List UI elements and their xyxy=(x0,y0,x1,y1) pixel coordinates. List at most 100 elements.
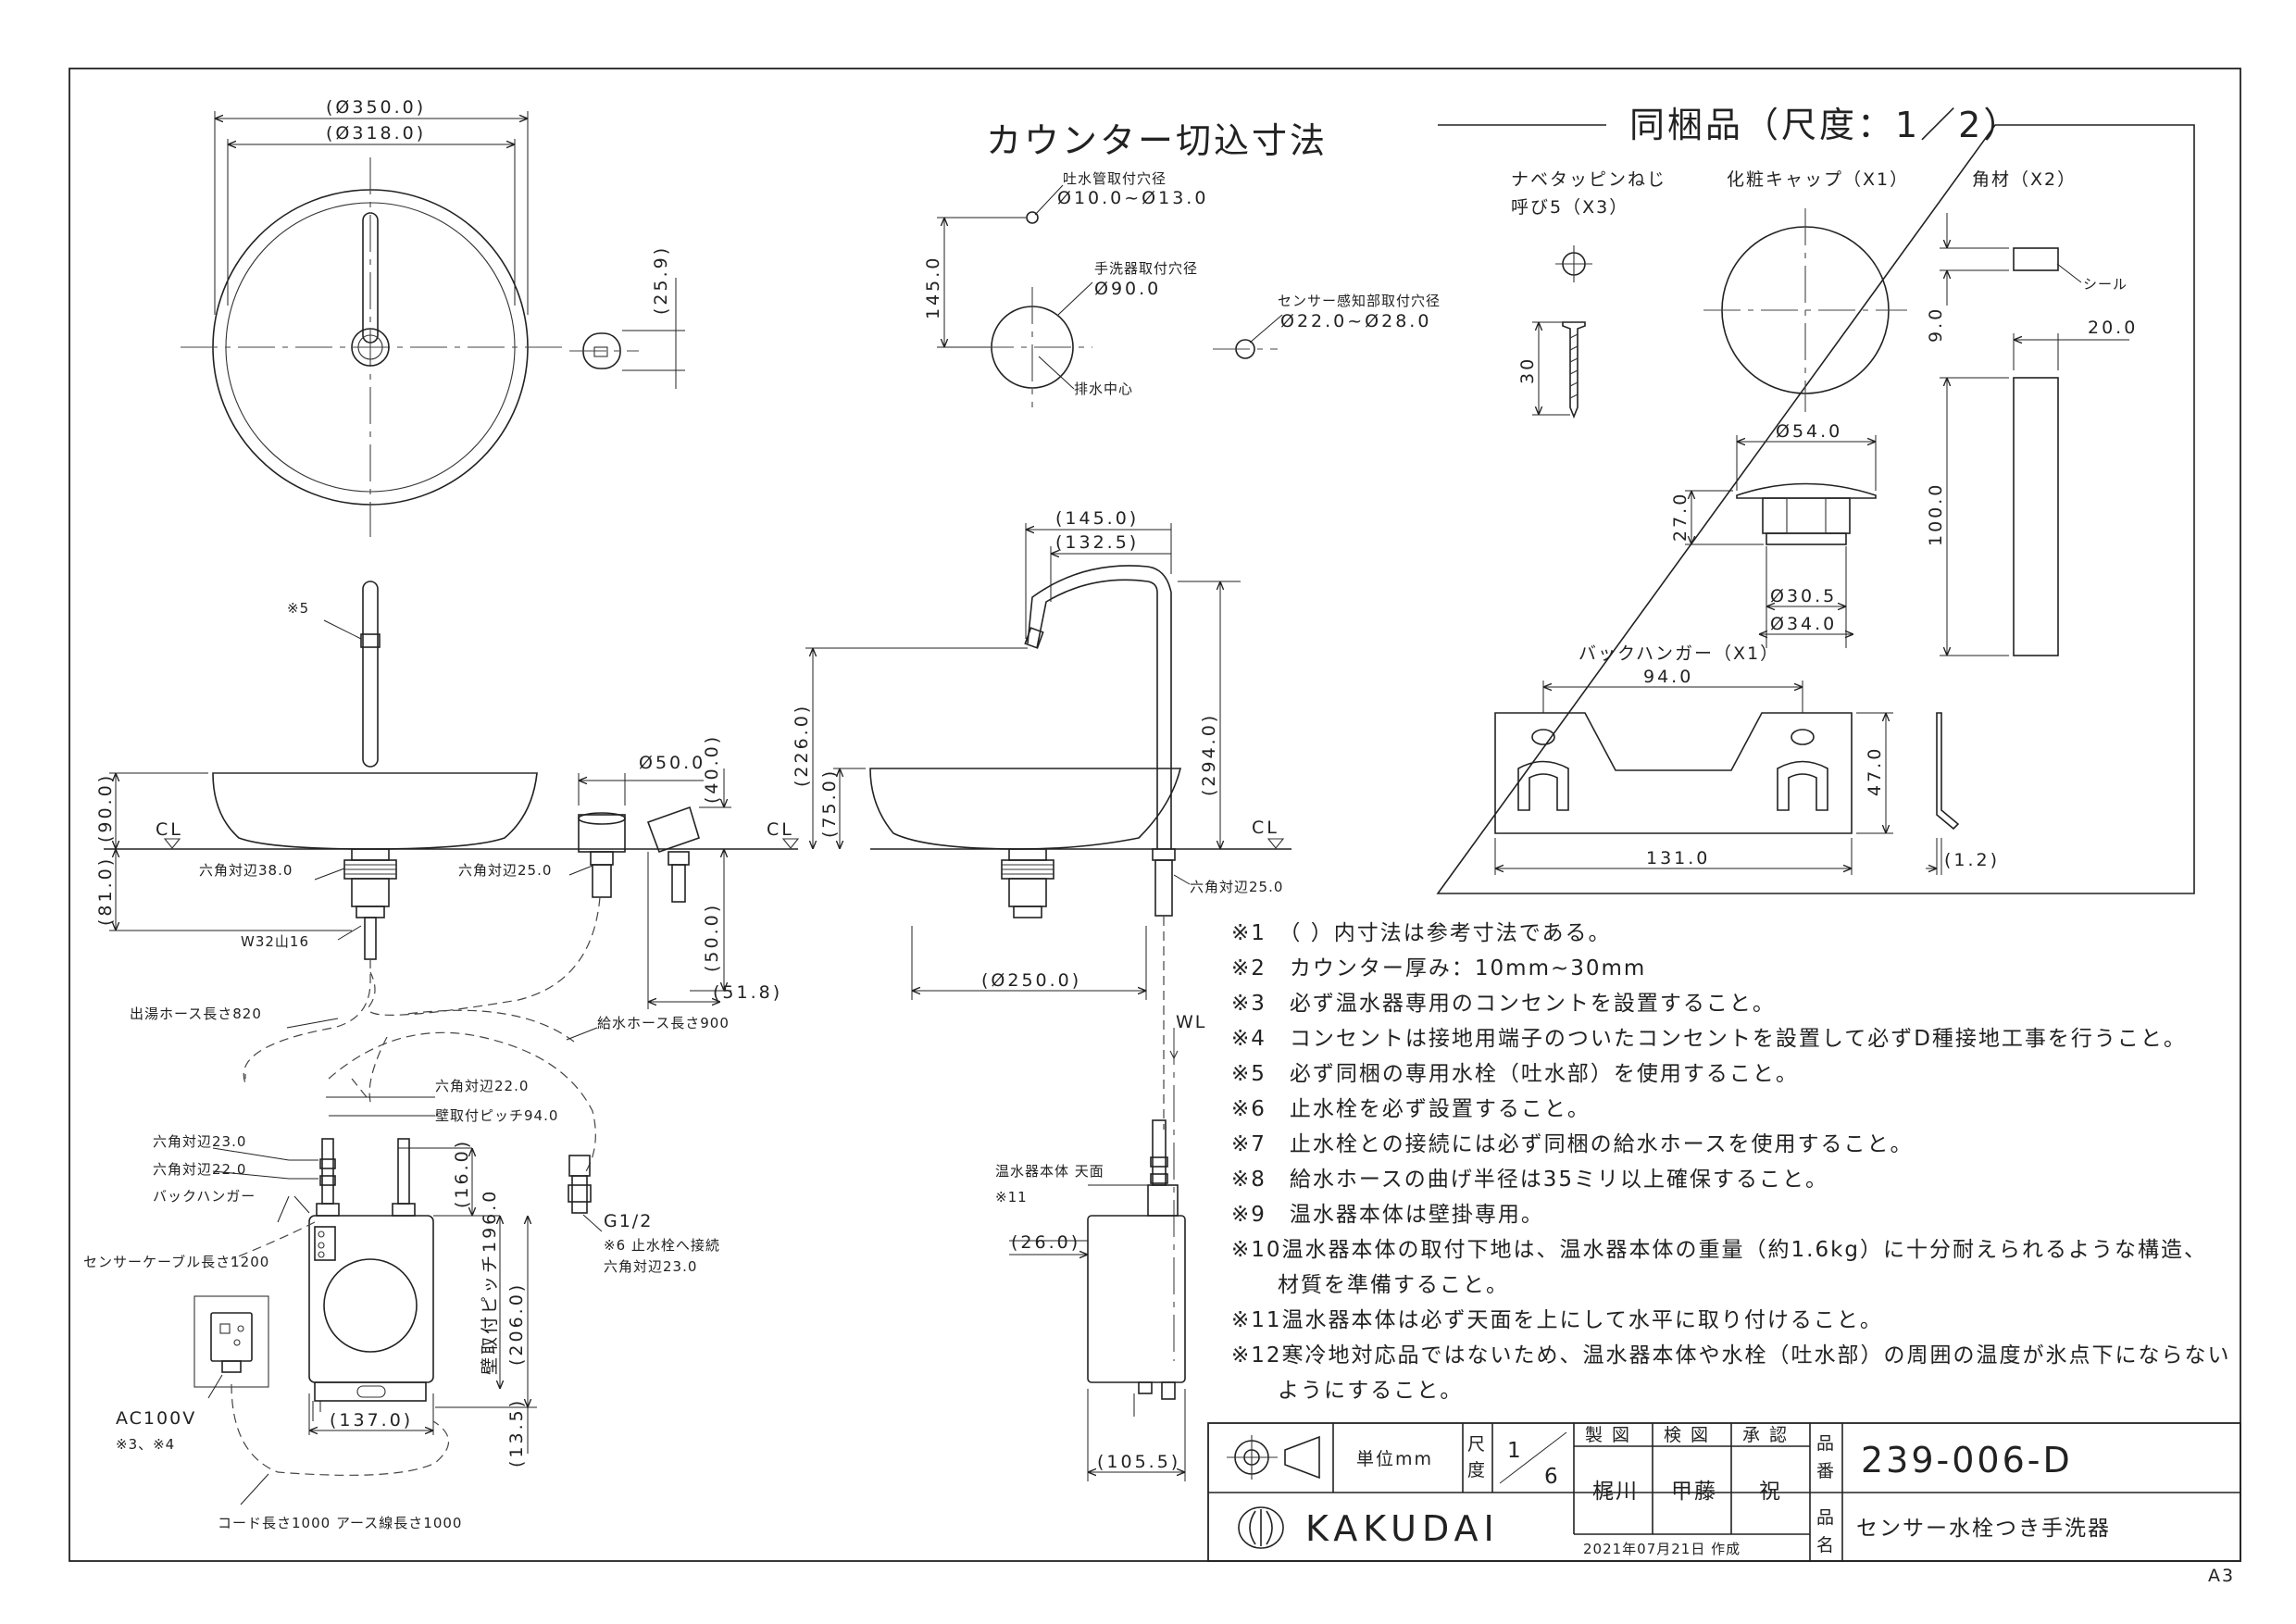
note-line-10: ※10温水器本体の取付下地は、温水器本体の重量（約1.6kg）に十分耐えられるよ… xyxy=(1231,1238,2207,1262)
note-6: ※6 止水栓へ接続 xyxy=(604,1237,720,1254)
dim-137: (137.0) xyxy=(330,1410,413,1430)
note-line-13: ※12寒冷地対応品ではないため、温水器本体や水栓（吐水部）の周囲の温度が氷点下に… xyxy=(1231,1343,2231,1368)
paper-size: A3 xyxy=(2208,1566,2235,1586)
hinmei-1: 品 xyxy=(1816,1507,1836,1528)
cutout-title: カウンター切込寸法 xyxy=(986,120,1328,161)
dim-50: Ø50.0 xyxy=(639,753,705,773)
hanger-thickness: (1.2) xyxy=(1944,850,2000,870)
hinban-2: 番 xyxy=(1816,1461,1836,1481)
side-hex-25: 六角対辺25.0 xyxy=(1190,879,1283,895)
name-approved: 祝 xyxy=(1759,1480,1782,1504)
note-line-3: ※3 必ず温水器専用のコンセントを設置すること。 xyxy=(1231,992,1776,1016)
note-line-11: 材質を準備すること。 xyxy=(1231,1273,1509,1297)
counter-cutout: カウンター切込寸法 145.0 吐水管取付穴径 Ø10.0~Ø13.0 手洗器取… xyxy=(923,120,1440,407)
dim-51-8: (51.8) xyxy=(713,982,782,1003)
screw-length: 30 xyxy=(1517,356,1538,384)
front-cl-right: CL xyxy=(767,819,794,840)
drawing-number: 239-006-D xyxy=(1861,1440,2073,1480)
cap-d2: Ø34.0 xyxy=(1770,614,1837,634)
side-dim-132-5: (132.5) xyxy=(1055,532,1139,553)
side-dim-75: (75.0) xyxy=(819,768,840,838)
dim-206: (206.0) xyxy=(506,1282,527,1366)
parts-title: 同梱品（尺度：1／2） xyxy=(1629,105,2021,145)
spout-hole-label: 吐水管取付穴径 xyxy=(1063,170,1167,187)
kakudai-logo: KAKUDAI xyxy=(1238,1506,1500,1549)
dim-81: (81.0) xyxy=(95,856,116,926)
product-name: センサー水栓つき手洗器 xyxy=(1856,1517,2111,1541)
dim-13-5: (13.5) xyxy=(506,1398,527,1468)
side-view: CL (145.0) (132.5) (226.0) (294.0) (75.0… xyxy=(792,508,1292,1481)
dim-outer-diameter: (Ø350.0) xyxy=(326,97,426,118)
note-line-6: ※6 止水栓を必ず設置すること。 xyxy=(1231,1097,1591,1121)
side-dim-26: (26.0) xyxy=(1011,1232,1080,1253)
hex-38: 六角対辺38.0 xyxy=(199,862,293,879)
dim-50-v: (50.0) xyxy=(702,903,722,972)
front-cl-left: CL xyxy=(156,819,183,840)
title-block: 単位mm 尺 度 1 6 製 図 検 図 承 認 梶川 甲藤 祝 2021年07… xyxy=(1207,1422,2241,1562)
side-dim-145: (145.0) xyxy=(1055,508,1139,529)
side-dim-226: (226.0) xyxy=(792,704,812,787)
pitch-94: 壁取付ピッチ94.0 xyxy=(435,1107,558,1124)
drain-center: 排水中心 xyxy=(1074,381,1133,397)
dim-16: (16.0) xyxy=(452,1139,472,1208)
block-100: 100.0 xyxy=(1926,482,1946,546)
note-line-8: ※8 給水ホースの曲げ半径は35ミリ以上確保すること。 xyxy=(1231,1168,1828,1192)
side-dim-294: (294.0) xyxy=(1199,713,1219,796)
header-approved: 承 認 xyxy=(1742,1425,1789,1445)
block-label: 角材（X2） xyxy=(1972,169,2077,190)
side-cl: CL xyxy=(1252,818,1279,838)
water-hose: 給水ホース長さ900 xyxy=(597,1015,730,1031)
cap-d1: Ø30.5 xyxy=(1770,586,1837,606)
cap-height: 27.0 xyxy=(1670,492,1691,542)
hanger-label: バックハンガー（X1） xyxy=(1578,643,1779,664)
front-view: CL CL ※5 (90.0) (81.0) 六角対辺38.0 W32山16 xyxy=(83,581,800,1531)
dim-90: (90.0) xyxy=(95,773,116,843)
block-20: 20.0 xyxy=(2088,318,2138,338)
hinban-1: 品 xyxy=(1816,1433,1836,1454)
hinmei-2: 名 xyxy=(1816,1535,1836,1555)
hanger-label-front: バックハンガー xyxy=(153,1188,256,1205)
top-view: (Ø350.0) (Ø318.0) (25.9) xyxy=(181,97,685,537)
basin-hole-label: 手洗器取付穴径 xyxy=(1094,260,1198,277)
spout-hole-value: Ø10.0~Ø13.0 xyxy=(1057,188,1208,208)
hanger-94: 94.0 xyxy=(1643,667,1693,687)
hex-25: 六角対辺25.0 xyxy=(458,862,552,879)
note-line-14: ようにすること。 xyxy=(1231,1379,1463,1403)
hex-22b: 六角対辺22.0 xyxy=(153,1161,246,1178)
wl: WL xyxy=(1176,1012,1206,1032)
note-11: ※11 xyxy=(995,1189,1028,1206)
brand-wordmark: KAKUDAI xyxy=(1305,1508,1500,1549)
hanger-47: 47.0 xyxy=(1865,746,1885,796)
note-line-2: ※2 カウンター厚み：10mm~30mm xyxy=(1231,956,1646,981)
screw-label: ナベタッピンねじ xyxy=(1511,169,1666,190)
scale-num: 1 xyxy=(1507,1439,1523,1463)
side-dim-250: (Ø250.0) xyxy=(981,970,1081,991)
dim-40: (40.0) xyxy=(702,734,722,804)
note-line-12: ※11温水器本体は必ず天面を上にして水平に取り付けること。 xyxy=(1231,1308,1883,1332)
notes: ※1 （ ）内寸法は参考寸法である。 ※2 カウンター厚み：10mm~30mm … xyxy=(1231,921,2231,1403)
scale-label-bottom: 度 xyxy=(1467,1460,1487,1480)
note-5: ※5 xyxy=(287,600,309,617)
hex-23b: 六角対辺23.0 xyxy=(604,1258,697,1275)
sheet-border xyxy=(69,68,2241,1562)
date: 2021年07月21日 作成 xyxy=(1583,1541,1741,1557)
cap-label: 化粧キャップ（X1） xyxy=(1727,169,1909,190)
note-line-7: ※7 止水栓との接続には必ず同梱の給水ホースを使用すること。 xyxy=(1231,1132,1914,1156)
side-dim-105-5: (105.5) xyxy=(1097,1452,1180,1472)
unit-label: 単位mm xyxy=(1356,1449,1433,1469)
cutout-dim-145: 145.0 xyxy=(923,256,943,319)
block-9: 9.0 xyxy=(1926,306,1946,343)
note-line-4: ※4 コンセントは接地用端子のついたコンセントを設置して必ずD種接地工事を行うこ… xyxy=(1231,1027,2187,1051)
name-drawn: 梶川 xyxy=(1592,1480,1639,1504)
sensor-hole-value: Ø22.0~Ø28.0 xyxy=(1280,311,1431,331)
cord-length: コード長さ1000 アース線長さ1000 xyxy=(218,1515,462,1531)
note-line-1: ※1 （ ）内寸法は参考寸法である。 xyxy=(1231,921,1612,945)
included-parts: 同梱品（尺度：1／2） ナベタッピンねじ 呼び5（X3） 30 化粧キャップ（X… xyxy=(1436,105,2195,894)
name-checked: 甲藤 xyxy=(1671,1480,1717,1504)
w32: W32山16 xyxy=(241,933,309,950)
basin-hole-value: Ø90.0 xyxy=(1094,279,1161,299)
screw-sub: 呼び5（X3） xyxy=(1511,197,1628,218)
block-seal: シール xyxy=(2083,276,2128,293)
dim-inner-diameter: (Ø318.0) xyxy=(326,123,426,144)
